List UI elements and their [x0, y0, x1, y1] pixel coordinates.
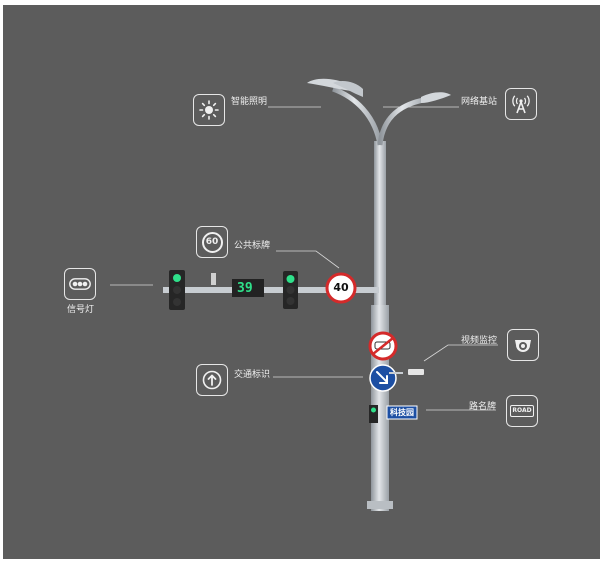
pole-base — [367, 501, 393, 509]
speed-limit-icon-text: 60 — [205, 236, 219, 247]
diagram-canvas: 39 40 科技园 智能照明 网络基站 60 公共标牌 — [3, 5, 600, 559]
road-icon: ROAD — [510, 405, 534, 417]
public-sign-label: 公共标牌 — [234, 241, 271, 251]
network-label: 网络基站 — [461, 97, 498, 107]
lamp-head-right — [421, 92, 451, 103]
smart-lighting-label: 智能照明 — [231, 97, 268, 107]
video-monitor-icon-box — [507, 329, 539, 361]
arm-camera — [211, 273, 216, 285]
lamp-arm-left — [332, 86, 383, 146]
side-camera — [389, 369, 424, 375]
arrow-up-icon — [202, 370, 222, 390]
speed-limit-sign — [325, 272, 357, 304]
traffic-light-icon-box — [64, 268, 96, 300]
speed-limit-icon: 60 — [201, 231, 223, 253]
direction-sign — [369, 364, 397, 392]
traffic-light-left — [169, 270, 185, 310]
pedestrian-light — [369, 405, 378, 423]
countdown-value: 39 — [237, 281, 253, 296]
public-sign-icon-box: 60 — [196, 226, 228, 258]
countdown-display — [232, 279, 264, 297]
traffic-light-right — [283, 271, 298, 309]
road-name-plate — [386, 405, 418, 420]
road-name-text: 科技园 — [390, 408, 414, 417]
callout-lines — [110, 106, 498, 411]
road-icon-text: ROAD — [512, 407, 532, 414]
prohibition-sign — [368, 331, 398, 361]
smart-lighting-icon-box — [193, 94, 225, 126]
road-sign-icon-box: ROAD — [506, 395, 538, 427]
leader-public-sign — [276, 250, 340, 269]
traffic-light-label: 信号灯 — [67, 305, 95, 315]
traffic-light-icon — [69, 278, 91, 290]
sun-icon — [199, 100, 219, 120]
smart-pole-illustration — [110, 78, 498, 511]
video-monitor-label: 视频监控 — [461, 336, 498, 346]
speed-limit-value: 40 — [333, 281, 349, 294]
traffic-sign-label: 交通标识 — [234, 370, 271, 380]
camera-icon — [515, 340, 531, 352]
lamp-arm-right — [377, 96, 430, 146]
antenna-icon — [512, 95, 530, 114]
network-icon-box — [505, 88, 537, 120]
signal-arm — [163, 287, 379, 293]
road-sign-label: 路名牌 — [469, 402, 497, 412]
leader-video — [423, 344, 498, 362]
traffic-sign-icon-box — [196, 364, 228, 396]
